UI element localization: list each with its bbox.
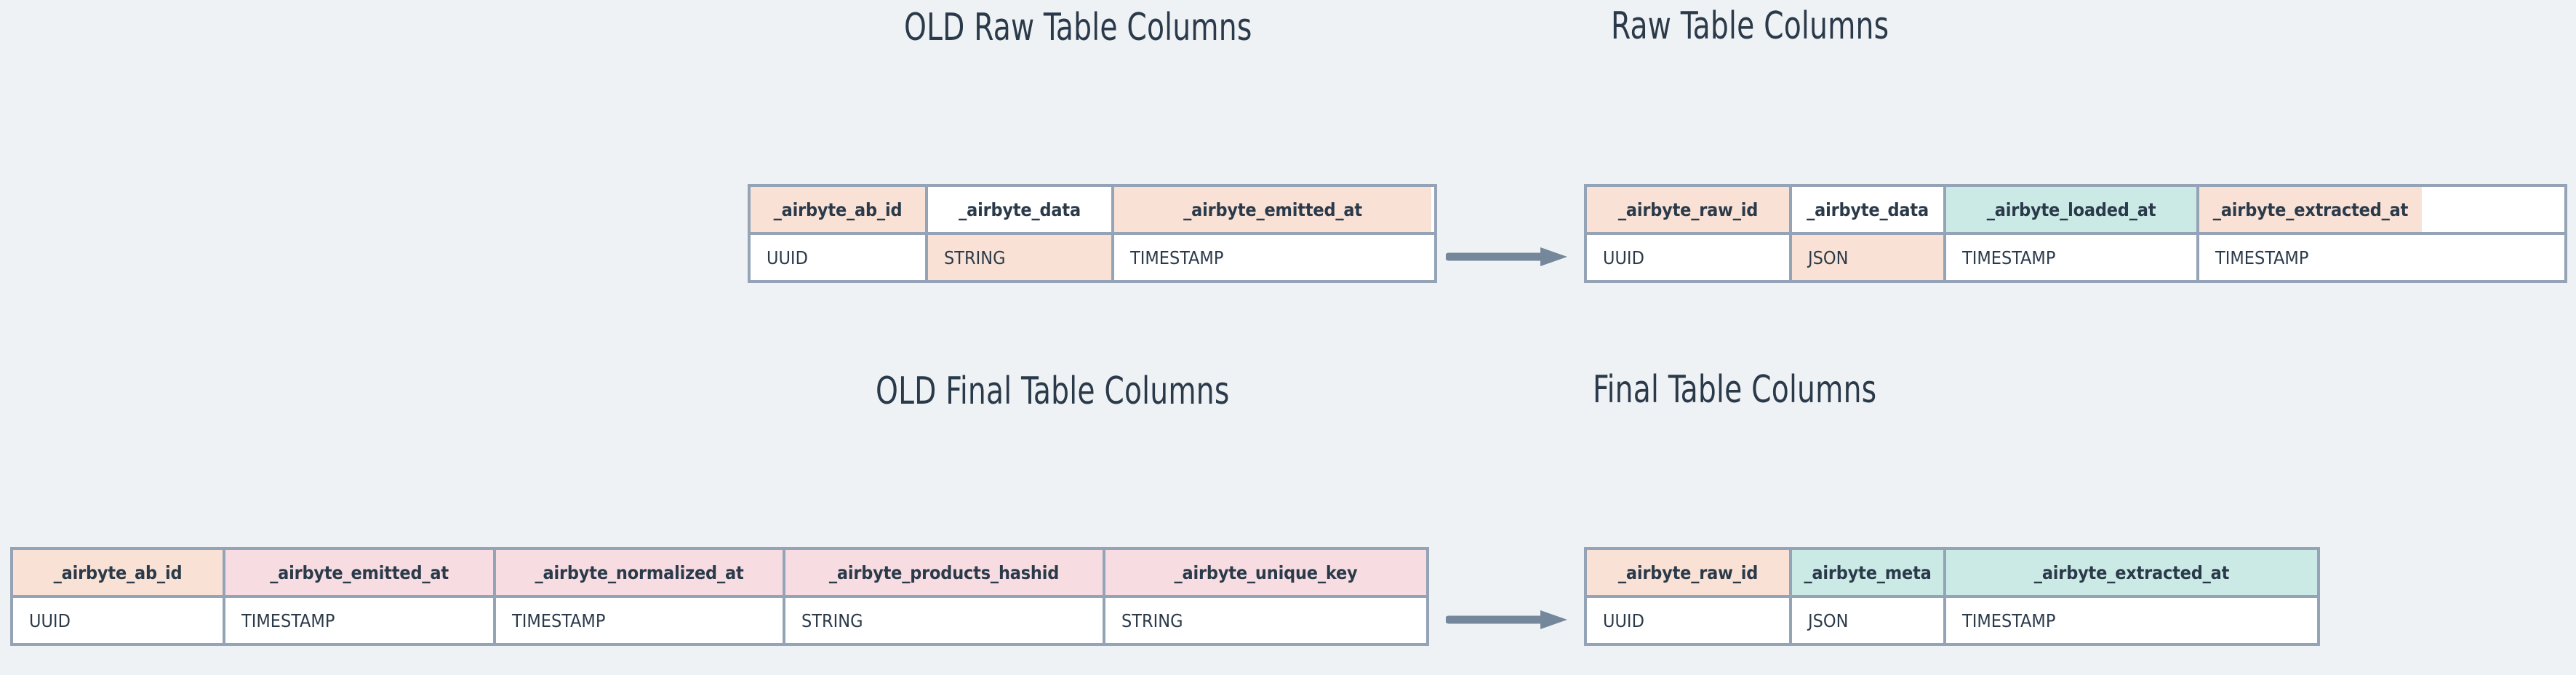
table-header-row: _airbyte_ab_id_airbyte_emitted_at_airbyt… [13, 550, 1426, 598]
column-header-airbyte-extracted-at: _airbyte_extracted_at [2199, 187, 2422, 232]
page-title-final-table-columns: Final Table Columns [1593, 368, 1877, 412]
right-arrow-icon-raw [1446, 246, 1569, 268]
column-header-airbyte-data: _airbyte_data [928, 187, 1114, 232]
column-type-airbyte-data: JSON [1792, 235, 1946, 280]
final-table: _airbyte_raw_id_airbyte_meta_airbyte_ext… [1584, 547, 2320, 646]
column-header-airbyte-meta: _airbyte_meta [1792, 550, 1946, 595]
old-final-table: _airbyte_ab_id_airbyte_emitted_at_airbyt… [10, 547, 1429, 646]
column-type-airbyte-emitted-at: TIMESTAMP [225, 598, 496, 643]
column-type-airbyte-products-hashid: STRING [785, 598, 1105, 643]
column-type-airbyte-emitted-at: TIMESTAMP [1114, 235, 1431, 280]
column-header-airbyte-emitted-at: _airbyte_emitted_at [225, 550, 496, 595]
column-type-airbyte-meta: JSON [1792, 598, 1946, 643]
right-arrow-icon-final [1446, 609, 1569, 631]
column-type-airbyte-ab-id: UUID [13, 598, 225, 643]
column-header-airbyte-loaded-at: _airbyte_loaded_at [1946, 187, 2199, 232]
page-title-old-raw-table-columns: OLD Raw Table Columns [904, 6, 1252, 49]
raw-table: _airbyte_raw_id_airbyte_data_airbyte_loa… [1584, 184, 2567, 283]
column-type-airbyte-data: STRING [928, 235, 1114, 280]
column-header-airbyte-extracted-at: _airbyte_extracted_at [1946, 550, 2317, 595]
table-header-row: _airbyte_raw_id_airbyte_data_airbyte_loa… [1587, 187, 2564, 235]
column-type-airbyte-raw-id: UUID [1587, 598, 1792, 643]
page-title-old-final-table-columns: OLD Final Table Columns [876, 370, 1230, 413]
column-header-airbyte-products-hashid: _airbyte_products_hashid [785, 550, 1105, 595]
column-header-airbyte-ab-id: _airbyte_ab_id [13, 550, 225, 595]
column-header-airbyte-emitted-at: _airbyte_emitted_at [1114, 187, 1431, 232]
column-header-airbyte-raw-id: _airbyte_raw_id [1587, 187, 1792, 232]
table-header-row: _airbyte_raw_id_airbyte_meta_airbyte_ext… [1587, 550, 2317, 598]
column-type-airbyte-loaded-at: TIMESTAMP [1946, 235, 2199, 280]
column-header-airbyte-normalized-at: _airbyte_normalized_at [496, 550, 785, 595]
column-type-airbyte-extracted-at: TIMESTAMP [2199, 235, 2422, 280]
column-type-airbyte-unique-key: STRING [1105, 598, 1426, 643]
column-header-airbyte-data: _airbyte_data [1792, 187, 1946, 232]
column-type-airbyte-extracted-at: TIMESTAMP [1946, 598, 2317, 643]
column-header-airbyte-raw-id: _airbyte_raw_id [1587, 550, 1792, 595]
column-type-airbyte-raw-id: UUID [1587, 235, 1792, 280]
table-header-row: _airbyte_ab_id_airbyte_data_airbyte_emit… [751, 187, 1434, 235]
column-header-airbyte-ab-id: _airbyte_ab_id [751, 187, 928, 232]
column-type-airbyte-normalized-at: TIMESTAMP [496, 598, 785, 643]
page-title-raw-table-columns: Raw Table Columns [1611, 4, 1889, 48]
column-type-airbyte-ab-id: UUID [751, 235, 928, 280]
column-header-airbyte-unique-key: _airbyte_unique_key [1105, 550, 1426, 595]
old-raw-table: _airbyte_ab_id_airbyte_data_airbyte_emit… [748, 184, 1437, 283]
